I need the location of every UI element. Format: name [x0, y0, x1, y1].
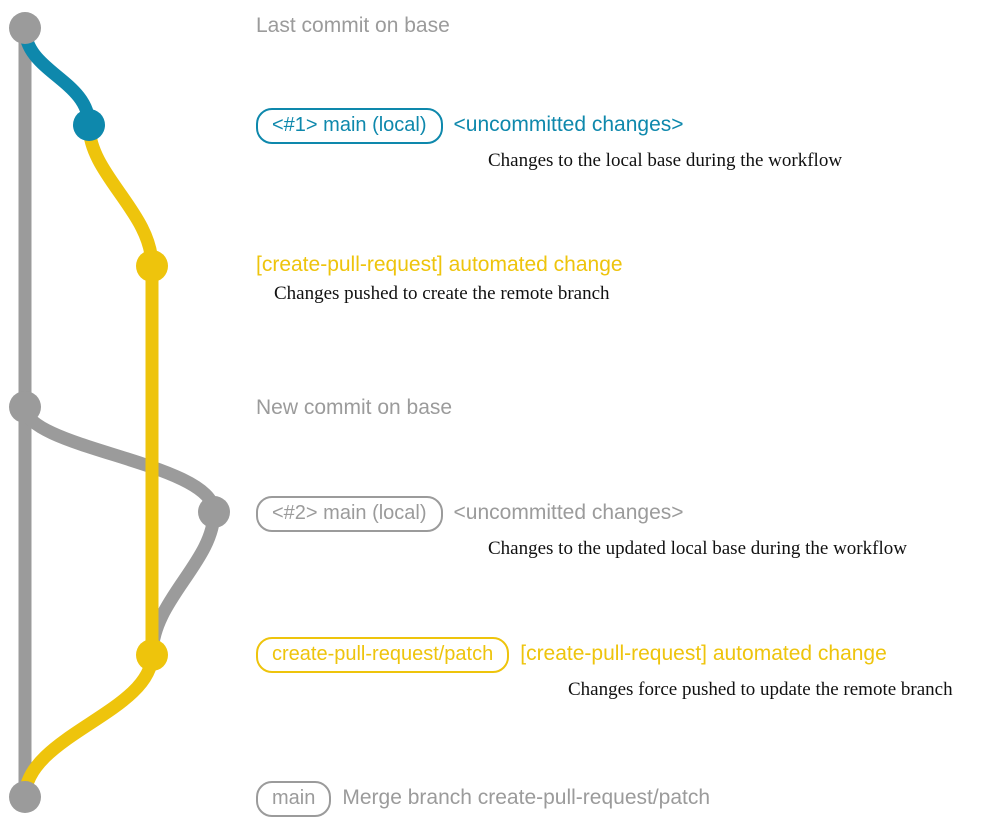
- ref-pill-main-local-2[interactable]: <#2> main (local): [256, 496, 443, 532]
- row-head: <#1> main (local) <uncommitted changes>: [256, 108, 842, 144]
- commit-note: Changes force pushed to update the remot…: [568, 679, 953, 700]
- row-head: New commit on base: [256, 396, 452, 420]
- commit-row-merge-commit: main Merge branch create-pull-request/pa…: [256, 781, 710, 817]
- row-head: create-pull-request/patch [create-pull-r…: [256, 637, 953, 673]
- commit-subject: <uncommitted changes>: [453, 501, 684, 524]
- node-local-main-2[interactable]: [198, 496, 230, 528]
- edge-remote2-to-merge: [18, 648, 159, 804]
- ref-pill-create-pull-request-patch[interactable]: create-pull-request/patch: [256, 637, 510, 673]
- commit-note: Changes pushed to create the remote bran…: [274, 283, 610, 305]
- row-head: <#2> main (local) <uncommitted changes>: [256, 496, 907, 532]
- commit-subject: [create-pull-request] automated change: [256, 253, 623, 276]
- commit-subject: New commit on base: [256, 396, 453, 419]
- edge-local1-to-remote1: [82, 118, 159, 273]
- commit-subject: [create-pull-request] automated change: [520, 642, 887, 665]
- row-head: main Merge branch create-pull-request/pa…: [256, 781, 710, 817]
- commit-graph: [9, 12, 230, 813]
- ref-pill-main-local-1[interactable]: <#1> main (local): [256, 108, 443, 144]
- commit-note: Changes to the updated local base during…: [488, 538, 907, 559]
- node-automated-change-1[interactable]: [136, 250, 168, 282]
- commit-note: Changes to the local base during the wor…: [488, 150, 843, 171]
- node-new-commit-on-base[interactable]: [9, 391, 41, 423]
- edge-local2-to-remote2: [145, 505, 221, 662]
- row-head: Last commit on base: [256, 14, 450, 38]
- commit-row-automated-change-1: [create-pull-request] automated change C…: [256, 253, 623, 305]
- node-merge-commit[interactable]: [9, 781, 41, 813]
- commit-subject: Merge branch create-pull-request/patch: [342, 786, 711, 809]
- row-head: [create-pull-request] automated change: [256, 253, 623, 277]
- commit-subject: <uncommitted changes>: [453, 113, 684, 136]
- edge-base-to-local2: [18, 400, 221, 519]
- edge-base-to-local1: [18, 21, 96, 132]
- ref-pill-main[interactable]: main: [256, 781, 332, 817]
- commit-row-last-commit-on-base: Last commit on base: [256, 14, 450, 38]
- commit-row-local-main-1: <#1> main (local) <uncommitted changes> …: [256, 108, 842, 172]
- commit-row-new-commit-on-base: New commit on base: [256, 396, 452, 420]
- commit-row-automated-change-2: create-pull-request/patch [create-pull-r…: [256, 637, 953, 701]
- node-local-main-1[interactable]: [73, 109, 105, 141]
- node-last-commit-on-base[interactable]: [9, 12, 41, 44]
- node-automated-change-2[interactable]: [136, 639, 168, 671]
- commit-subject: Last commit on base: [256, 14, 450, 37]
- commit-row-local-main-2: <#2> main (local) <uncommitted changes> …: [256, 496, 907, 560]
